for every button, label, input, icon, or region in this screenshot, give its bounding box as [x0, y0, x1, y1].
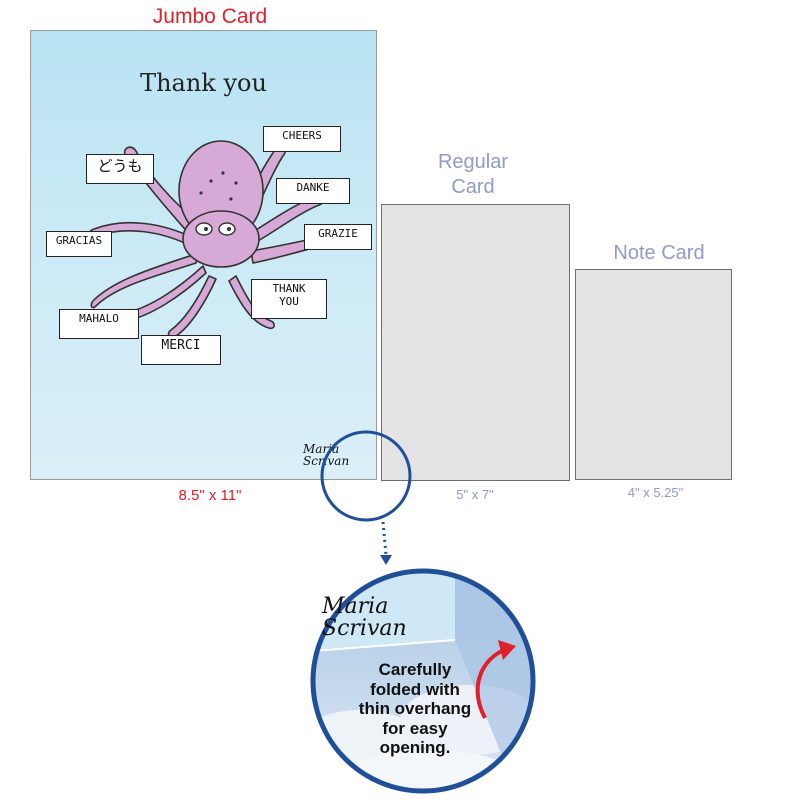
note-card	[575, 269, 732, 480]
magnifier-big-circle	[310, 568, 536, 794]
caption-line-5: opening.	[379, 738, 451, 758]
regular-heading-line1: Regular	[437, 151, 509, 173]
sign-gracias: GRACIAS	[46, 231, 112, 257]
sign-mahalo: MAHALO	[59, 309, 139, 339]
fold-caption: Carefully folded with thin overhang for …	[340, 660, 490, 758]
red-arrowhead-icon	[498, 640, 516, 660]
sign-merci: MERCI	[141, 335, 221, 365]
sign-cheers: CHEERS	[263, 126, 341, 152]
red-curved-arrow	[475, 646, 509, 719]
regular-size-label: 5" x 7"	[456, 487, 494, 502]
connector-dotted-line	[381, 521, 388, 556]
regular-card	[381, 204, 570, 481]
sign-danke: DANKE	[276, 178, 350, 204]
jumbo-size-label: 8.5" x 11"	[178, 487, 242, 504]
jumbo-card-heading: Jumbo Card	[152, 5, 268, 28]
caption-line-1: Carefully	[378, 660, 452, 679]
note-card-heading: Note Card	[613, 242, 705, 264]
caption-line-3: thin overhang	[358, 699, 472, 719]
sign-doumo: どうも	[86, 154, 154, 184]
sign-grazie: GRAZIE	[304, 224, 372, 250]
caption-line-4: for easy	[382, 718, 448, 738]
regular-card-heading: Regular Card	[383, 150, 563, 200]
connector-arrow-icon	[380, 555, 392, 565]
sign-thank-you: THANK YOU	[251, 279, 327, 319]
caption-line-2: folded with	[370, 679, 460, 699]
regular-heading-line2: Card	[451, 176, 495, 198]
jumbo-card: Thank you どうも CHEERS	[30, 30, 377, 480]
zoom-signature: Maria Scrivan	[322, 594, 407, 641]
note-size-label: 4" x 5.25"	[627, 485, 684, 500]
magnifier-small-circle	[320, 430, 412, 522]
card-title: Thank you	[140, 69, 267, 97]
